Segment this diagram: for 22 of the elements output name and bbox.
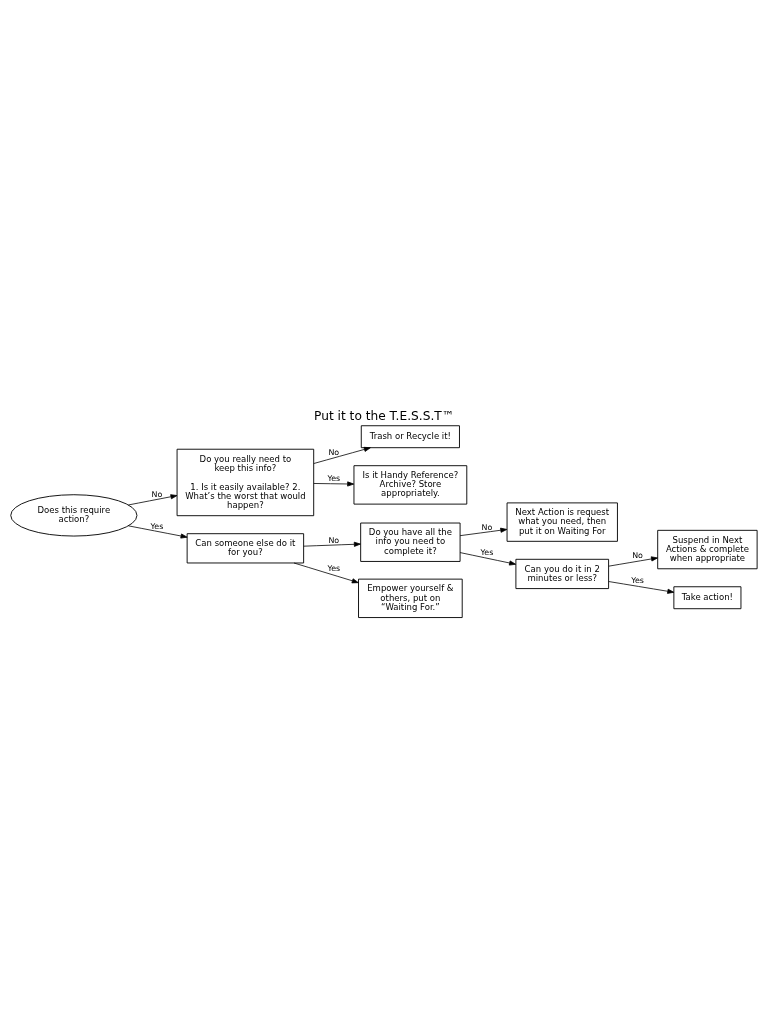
node-box: Can someone else do it for you? xyxy=(186,532,305,563)
arrow xyxy=(608,555,658,567)
arrow xyxy=(313,446,371,464)
arrow xyxy=(459,527,508,536)
node-box: Is it Handy Reference? Archive? Store appropriately. xyxy=(353,464,468,505)
node-box: Suspend in Next Actions & complete when appropriate xyxy=(657,529,758,569)
arrow xyxy=(303,541,361,547)
arrow xyxy=(608,580,675,594)
node-box: Do you have all the info you need to complete it? xyxy=(360,522,461,562)
arrow xyxy=(127,493,178,505)
arrow xyxy=(313,480,355,486)
node-box: Trash or Recycle it! xyxy=(360,424,460,448)
diagram-title: Put it to the T.E.S.S.T™ xyxy=(314,408,454,423)
node-box: Take action! xyxy=(673,585,742,609)
node-box: Do you really need to keep this info? 1. Is it easily available? 2. What’s the worst that would happen? xyxy=(176,448,315,516)
node-box: Next Action is request what you need, then put it on Waiting For xyxy=(506,501,618,542)
node-box: Can you do it in 2 minutes or less? xyxy=(515,558,610,589)
arrow xyxy=(127,524,188,538)
node-box: Empower yourself & others, put on “Waiting For.” xyxy=(358,578,463,618)
node-ellipse: Does this require action? xyxy=(10,493,138,536)
arrow xyxy=(459,551,517,565)
arrow xyxy=(293,562,359,583)
